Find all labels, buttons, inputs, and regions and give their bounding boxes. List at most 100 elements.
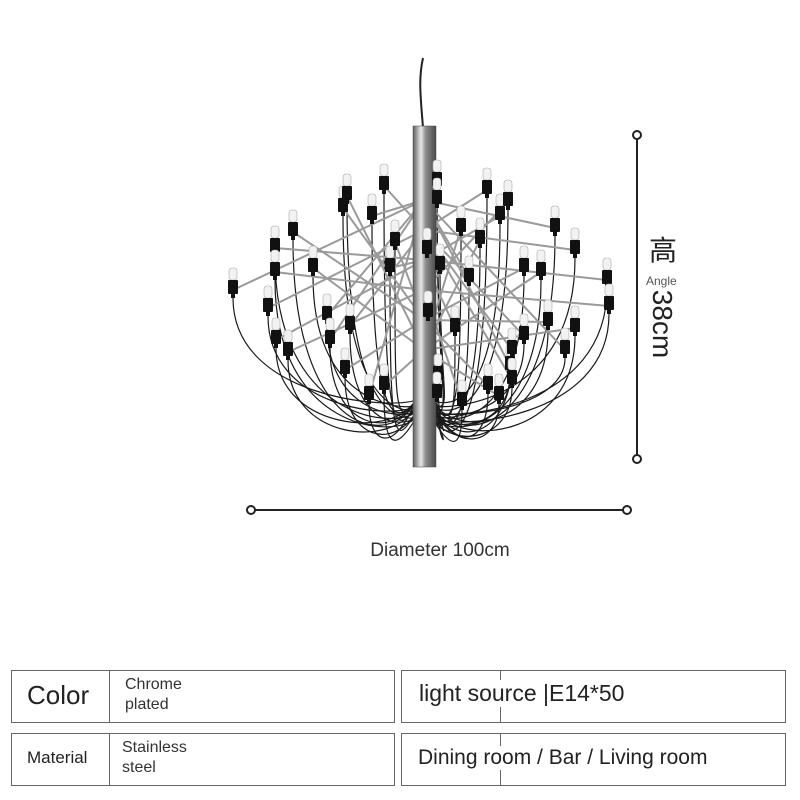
bulb	[345, 303, 355, 334]
bulb	[340, 347, 350, 378]
spec-room-text: Dining room / Bar / Living room	[418, 746, 708, 770]
diameter-dimension-end-left	[246, 505, 256, 515]
spec-divider	[109, 671, 110, 722]
bulb	[536, 249, 546, 280]
bulb	[464, 255, 474, 286]
chandelier-wire	[431, 357, 513, 433]
bulb-socket-base	[506, 206, 510, 210]
bulb-glass	[475, 217, 485, 231]
bulb	[432, 371, 442, 402]
bulb	[342, 173, 352, 204]
bulb-glass	[503, 179, 513, 193]
bulb	[519, 245, 529, 276]
chandelier-wire	[368, 399, 417, 439]
bulb	[263, 285, 273, 316]
bulb	[495, 193, 505, 224]
bulb-socket-base	[497, 400, 501, 404]
height-label: 高 38cm	[646, 236, 682, 386]
bulb-socket-base	[382, 390, 386, 394]
bulb-glass	[432, 177, 442, 191]
bulb	[432, 177, 442, 208]
bulb-socket-base	[459, 232, 463, 236]
bulb-glass	[519, 313, 529, 327]
bulb	[507, 327, 517, 358]
bulb-socket	[464, 268, 474, 282]
bulb	[604, 283, 614, 314]
chandelier-wire	[431, 335, 576, 432]
bulb-socket	[283, 342, 293, 356]
bulb-socket	[263, 298, 273, 312]
chandelier-wire	[329, 347, 417, 424]
bulb	[271, 317, 281, 348]
bulb-socket-base	[573, 332, 577, 336]
bulb-socket-base	[453, 332, 457, 336]
bulb-socket-base	[266, 312, 270, 316]
bulb-socket-base	[425, 254, 429, 258]
chandelier-arm	[275, 259, 425, 341]
bulb-glass	[494, 373, 504, 387]
bulb-socket	[536, 262, 546, 276]
bulb-socket	[423, 303, 433, 317]
bulb-socket-base	[553, 232, 557, 236]
bulb	[270, 249, 280, 280]
bulb-glass	[423, 290, 433, 304]
chandelier-wire	[292, 239, 417, 426]
bulb-socket	[482, 180, 492, 194]
spec-light-source-text: light source |E14*50	[419, 680, 625, 707]
bulb-glass	[263, 285, 273, 299]
bulb-socket	[519, 326, 529, 340]
bulb-glass	[604, 283, 614, 297]
bulb-socket	[604, 296, 614, 310]
chandelier-arm	[274, 247, 425, 261]
bulb-socket	[519, 258, 529, 272]
bulb	[560, 327, 570, 358]
bulb-socket	[456, 218, 466, 232]
bulb-socket	[432, 384, 442, 398]
chandelier-wire	[431, 387, 513, 437]
height-dimension-end-top	[632, 130, 642, 140]
spec-material-value-line1: Stainless	[122, 739, 187, 756]
bulb-socket-base	[539, 276, 543, 280]
bulb-socket-base	[393, 246, 397, 250]
spec-divider	[109, 734, 110, 785]
bulb-socket-base	[348, 330, 352, 334]
bulb-glass	[507, 357, 517, 371]
bulb	[475, 217, 485, 248]
bulb-socket	[322, 306, 332, 320]
bulb-socket-base	[345, 200, 349, 204]
bulb-socket-base	[510, 354, 514, 358]
spec-room: Dining room / Bar / Living room	[401, 733, 786, 786]
bulb	[457, 379, 467, 410]
bulb-socket	[422, 240, 432, 254]
bulb-socket-base	[467, 282, 471, 286]
bulb-glass	[432, 371, 442, 385]
bulb-glass	[322, 293, 332, 307]
bulb	[308, 245, 318, 276]
bulb-glass	[602, 257, 612, 271]
bulb-socket	[364, 386, 374, 400]
bulb-socket-base	[286, 356, 290, 360]
bulb	[288, 209, 298, 240]
bulb-socket-base	[426, 317, 430, 321]
bulb-glass	[435, 243, 445, 257]
diameter-dimension-end-right	[622, 505, 632, 515]
bulb-socket	[483, 376, 493, 390]
chandelier-arm	[342, 207, 425, 321]
bulb-socket	[385, 258, 395, 272]
bulb-socket-base	[274, 344, 278, 348]
bulb-glass	[345, 303, 355, 317]
bulb-socket	[271, 330, 281, 344]
bulb-socket-base	[522, 340, 526, 344]
bulb-socket	[342, 186, 352, 200]
bulb-socket-base	[435, 204, 439, 208]
height-value: 38cm	[647, 289, 678, 359]
bulb-socket	[570, 240, 580, 254]
spec-color-value-line1: Chrome	[125, 676, 182, 693]
chandelier-arm	[346, 195, 425, 351]
spec-material-key: Material	[27, 748, 88, 767]
bulb-glass	[422, 227, 432, 241]
bulb	[423, 290, 433, 321]
bulb-glass	[433, 353, 443, 367]
bulb-glass	[507, 327, 517, 341]
spec-color-key: Color	[27, 680, 90, 710]
